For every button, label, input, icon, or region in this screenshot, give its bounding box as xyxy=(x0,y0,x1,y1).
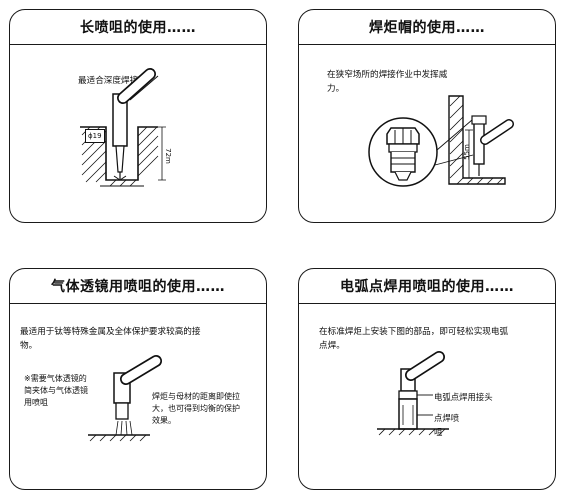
panel-description: 最适合深度焊接。 xyxy=(78,76,147,86)
gas-lens-diagram xyxy=(88,355,162,442)
panel-title: 长喷咀的使用…… xyxy=(10,10,266,45)
height-label: 55m xyxy=(462,144,471,160)
panel-title: 气体透镜用喷咀的使用…… xyxy=(10,269,266,304)
effect-text: 焊炬与母材的距离即使拉 大，也可得到均衡的保护 效果。 xyxy=(152,392,240,425)
depth-label: 72m xyxy=(163,148,172,164)
nozzle-label: 点焊喷 咀 xyxy=(434,413,460,437)
panel-description: 在狭窄场所的焊接作业中发挥威 力。 xyxy=(327,70,448,94)
panel-title: 电弧点焊用喷咀的使用…… xyxy=(299,269,555,304)
torch-cap-diagram xyxy=(368,95,514,187)
spot-nozzle-diagram xyxy=(377,351,449,436)
joint-label: 电弧点焊用接头 xyxy=(434,392,493,402)
panel-description: 在标准焊炬上安装下图的部品，即可轻松实现电弧 点焊。 xyxy=(319,327,509,351)
panel-torch-cap: 焊炬帽的使用…… 在狭窄场所的焊接作业中发挥威 力。 xyxy=(298,9,556,223)
long-nozzle-diagram xyxy=(80,68,166,187)
panel-gas-lens: 气体透镜用喷咀的使用…… 最适用于钛等特殊金属及全体保护要求较高的接 物。 ※需… xyxy=(9,268,267,490)
panel-description: 最适用于钛等特殊金属及全体保护要求较高的接 物。 xyxy=(20,327,201,351)
panel-title: 焊炬帽的使用…… xyxy=(299,10,555,45)
panel-spot-nozzle: 电弧点焊用喷咀的使用…… 在标准焊炬上安装下图的部品，即可轻松实现电弧 点焊。 … xyxy=(298,268,556,490)
note-text: ※需要气体透镜的 简夹体与气体透镜 用喷咀 xyxy=(24,374,88,407)
diameter-label: ϕ19 xyxy=(85,129,105,143)
panel-long-nozzle: 长喷咀的使用…… 最适合深度焊接。 ϕ19 72m xyxy=(9,9,267,223)
